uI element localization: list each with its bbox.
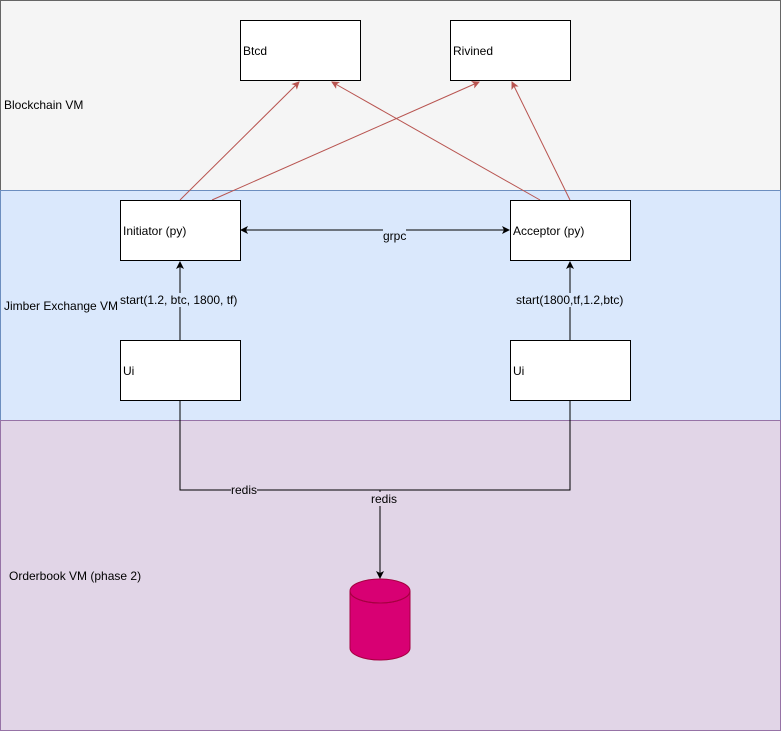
edge-initiator-to-btcd	[179, 81, 300, 201]
zone-blockchain-vm	[0, 0, 781, 191]
edge-initiator-to-rivined	[211, 81, 480, 201]
edge-redis-connector	[179, 400, 571, 491]
node-ui-left-label: Ui	[123, 363, 135, 378]
edge-label-redis-center: redis	[371, 492, 398, 506]
node-btcd-label: Btcd	[243, 43, 268, 58]
node-initiator-label: Initiator (py)	[123, 223, 187, 238]
edge-label-redis-left: redis	[231, 483, 258, 497]
edge-label-grpc: grpc	[383, 229, 407, 243]
edge-acceptor-to-rivined	[511, 81, 571, 201]
node-ui-right-label: Ui	[513, 363, 525, 378]
zone-label-orderbook: Orderbook VM (phase 2)	[9, 569, 142, 583]
edge-acceptor-to-btcd	[331, 81, 541, 201]
node-ui-left[interactable]: Ui	[120, 340, 241, 401]
zone-label-blockchain: Blockchain VM	[4, 98, 84, 112]
node-acceptor-label: Acceptor (py)	[513, 223, 585, 238]
node-btcd[interactable]: Btcd	[240, 20, 361, 81]
node-ui-right[interactable]: Ui	[510, 340, 631, 401]
node-acceptor[interactable]: Acceptor (py)	[510, 200, 631, 261]
edge-label-start-right: start(1800,tf,1.2,btc)	[516, 293, 624, 307]
node-rivined[interactable]: Rivined	[450, 20, 571, 81]
node-initiator[interactable]: Initiator (py)	[120, 200, 241, 261]
zone-label-exchange: Jimber Exchange VM	[4, 299, 119, 313]
edge-label-start-left: start(1.2, btc, 1800, tf)	[120, 293, 238, 307]
node-rivined-label: Rivined	[453, 43, 494, 58]
database-cylinder	[349, 578, 411, 661]
